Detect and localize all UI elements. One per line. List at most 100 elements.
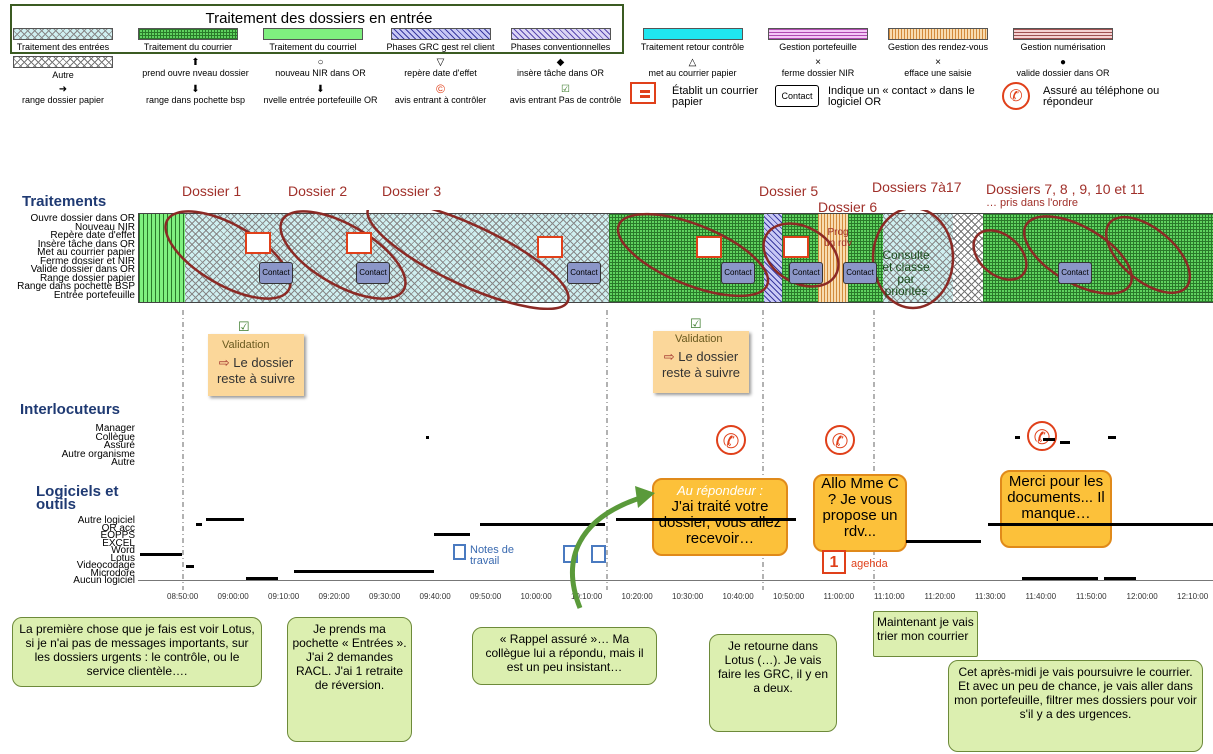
legend-courrier-text: Établit un courrier papier	[672, 85, 759, 108]
section-logiciels: Logiciels et outils	[36, 483, 119, 513]
software-segment	[988, 523, 1213, 526]
software-segment	[906, 540, 981, 543]
time-axis	[138, 580, 1213, 581]
legend-phone-text: Assuré au téléphone ou répondeur	[1043, 85, 1160, 108]
legend-avis-pas-controle: ☑avis entrant Pas de contrôle	[503, 84, 628, 105]
legend-retour: Traitement retour contrôle	[630, 28, 755, 52]
axis-row-label: Met au courrier papier	[37, 247, 135, 258]
dossier-5-label: Dossier 5	[759, 183, 819, 199]
legend-prend-dossier: ⬆prend ouvre nveau dossier	[133, 57, 258, 78]
legend-date-effet: ▽repère date d'effet	[383, 57, 498, 78]
legend-ferme-nir: ×ferme dossier NIR	[763, 57, 873, 78]
legend-valide: ●valide dossier dans OR	[1003, 57, 1123, 78]
axis-row-label: Insère tâche dans OR	[37, 238, 135, 250]
axis-row-label: Ouvre dossier dans OR	[30, 213, 136, 224]
agenda-label: agehda	[851, 558, 888, 570]
dossier-6-label: Dossier 6	[818, 199, 878, 215]
arrow-down-small-icon: ⬇	[316, 84, 325, 95]
note-icon	[591, 545, 606, 563]
software-segment	[616, 518, 796, 521]
section-traitements: Traitements	[22, 193, 107, 210]
time-tick-label: 10:50:00	[773, 592, 805, 601]
contact-icon: Contact	[259, 262, 293, 284]
dossier-3-label: Dossier 3	[382, 183, 442, 199]
dossiers-ordre-label: … pris dans l'ordre	[986, 197, 1078, 209]
callout-pochette: Je prends ma pochette « Entrées ». J'ai …	[287, 617, 412, 742]
axis-row-label: Word	[111, 545, 135, 556]
legend-rdv: Gestion des rendez-vous	[878, 28, 998, 52]
courrier-icon	[630, 82, 656, 104]
arrow-right-icon: ➜	[58, 84, 68, 95]
axis-row-label: Aucun logiciel	[73, 575, 135, 586]
legend-met-courrier: △met au courrier papier	[630, 57, 755, 78]
copyright-icon: ©	[436, 82, 445, 96]
section-interlocuteurs: Interlocuteurs	[20, 401, 121, 418]
note-validation-1: Validation ⇨ Le dossier reste à suivre	[208, 334, 304, 396]
checkbox-icon: ☑	[561, 84, 570, 95]
software-segment	[246, 577, 278, 580]
consulte-label: Consulte et classe par priorités	[882, 248, 930, 298]
arrow-up-icon: ⬆	[191, 57, 200, 68]
time-tick-label: 12:10:00	[1177, 592, 1209, 601]
callout-rappel: « Rappel assuré »… Ma collègue lui a rép…	[472, 627, 657, 685]
time-tick-label: 10:00:00	[520, 592, 552, 601]
checkbox-icon: ☑	[690, 316, 702, 331]
axis-row-label: Nouveau NIR	[74, 221, 135, 233]
legend-conv: Phases conventionnelles	[503, 28, 618, 52]
phone-icon: ✆	[716, 425, 746, 455]
contact-icon: Contact	[567, 262, 601, 284]
software-segment	[196, 523, 202, 526]
agenda-icon: 1	[822, 550, 846, 574]
contact-icon: Contact	[775, 85, 819, 107]
axis-row-label: OR acc	[101, 522, 135, 534]
time-tick-label: 11:40:00	[1025, 592, 1057, 601]
axis-row-label: Range dossier papier	[39, 272, 135, 284]
note-icon	[453, 544, 466, 560]
courrier-icon	[537, 236, 563, 258]
time-tick-label: 09:00:00	[217, 592, 249, 601]
triangle-up-icon: △	[688, 57, 697, 68]
callout-grc: Je retourne dans Lotus (…). Je vais fair…	[709, 634, 837, 732]
interlocutor-mark	[426, 436, 429, 439]
callout-trier: Maintenant je vais trier mon courrier	[873, 611, 978, 657]
legend-insere-tache: ◆insère tâche dans OR	[503, 57, 618, 78]
time-tick-label: 11:10:00	[874, 592, 905, 601]
diamond-icon: ◆	[556, 57, 565, 68]
dossier-1-label: Dossier 1	[182, 183, 242, 199]
legend-title: Traitement des dossiers en entrée	[205, 10, 433, 27]
arrow-down-icon: ⬇	[191, 84, 200, 95]
legend-courriel: Traitement du courriel	[258, 28, 368, 52]
dossiers-7-11-label: Dossiers 7, 8 , 9, 10 et 11	[986, 181, 1145, 197]
interlocutor-mark	[1015, 436, 1020, 439]
legend-range-pochette: ⬇range dans pochette bsp	[133, 84, 258, 105]
checkbox-icon: ☑	[238, 319, 250, 334]
legend-nouveau-nir: ○nouveau NIR dans OR	[263, 57, 378, 78]
phone-icon: ✆	[1027, 421, 1057, 451]
legend-range-dossier: ➜range dossier papier	[8, 84, 118, 105]
axis-row-label: Entrée portefeuille	[53, 289, 135, 301]
time-tick-label: 09:40:00	[419, 592, 451, 601]
software-segment	[140, 553, 182, 556]
legend-portefeuille: Gestion portefeuille	[763, 28, 873, 52]
time-tick-label: 10:10:00	[571, 592, 603, 601]
courrier-icon	[245, 232, 271, 254]
courrier-icon	[696, 236, 722, 258]
software-segment	[480, 523, 605, 526]
contact-icon: Contact	[789, 262, 823, 284]
rappel-arrow	[570, 486, 655, 609]
axis-row-label: Valide dossier dans OR	[30, 264, 135, 275]
axis-row-label: EOPPS	[100, 530, 135, 541]
time-tick-label: 11:30:00	[975, 592, 1006, 601]
time-tick-label: 12:00:00	[1126, 592, 1158, 601]
time-tick-label: 11:20:00	[924, 592, 956, 601]
legend-efface: ×efface une saisie	[878, 57, 998, 78]
interlocutor-mark	[1108, 436, 1116, 439]
axis-row-label: Videocodage	[76, 560, 135, 571]
dossier-ovals	[164, 210, 1192, 310]
dossier-2-label: Dossier 2	[288, 183, 348, 199]
note-validation-2: Validation ⇨ Le dossier reste à suivre	[653, 331, 749, 393]
phone-icon: ✆	[1002, 82, 1030, 110]
time-tick-label: 10:20:00	[621, 592, 653, 601]
legend-courrier: Traitement du courrier	[133, 28, 243, 52]
contact-icon: Contact	[843, 262, 877, 284]
